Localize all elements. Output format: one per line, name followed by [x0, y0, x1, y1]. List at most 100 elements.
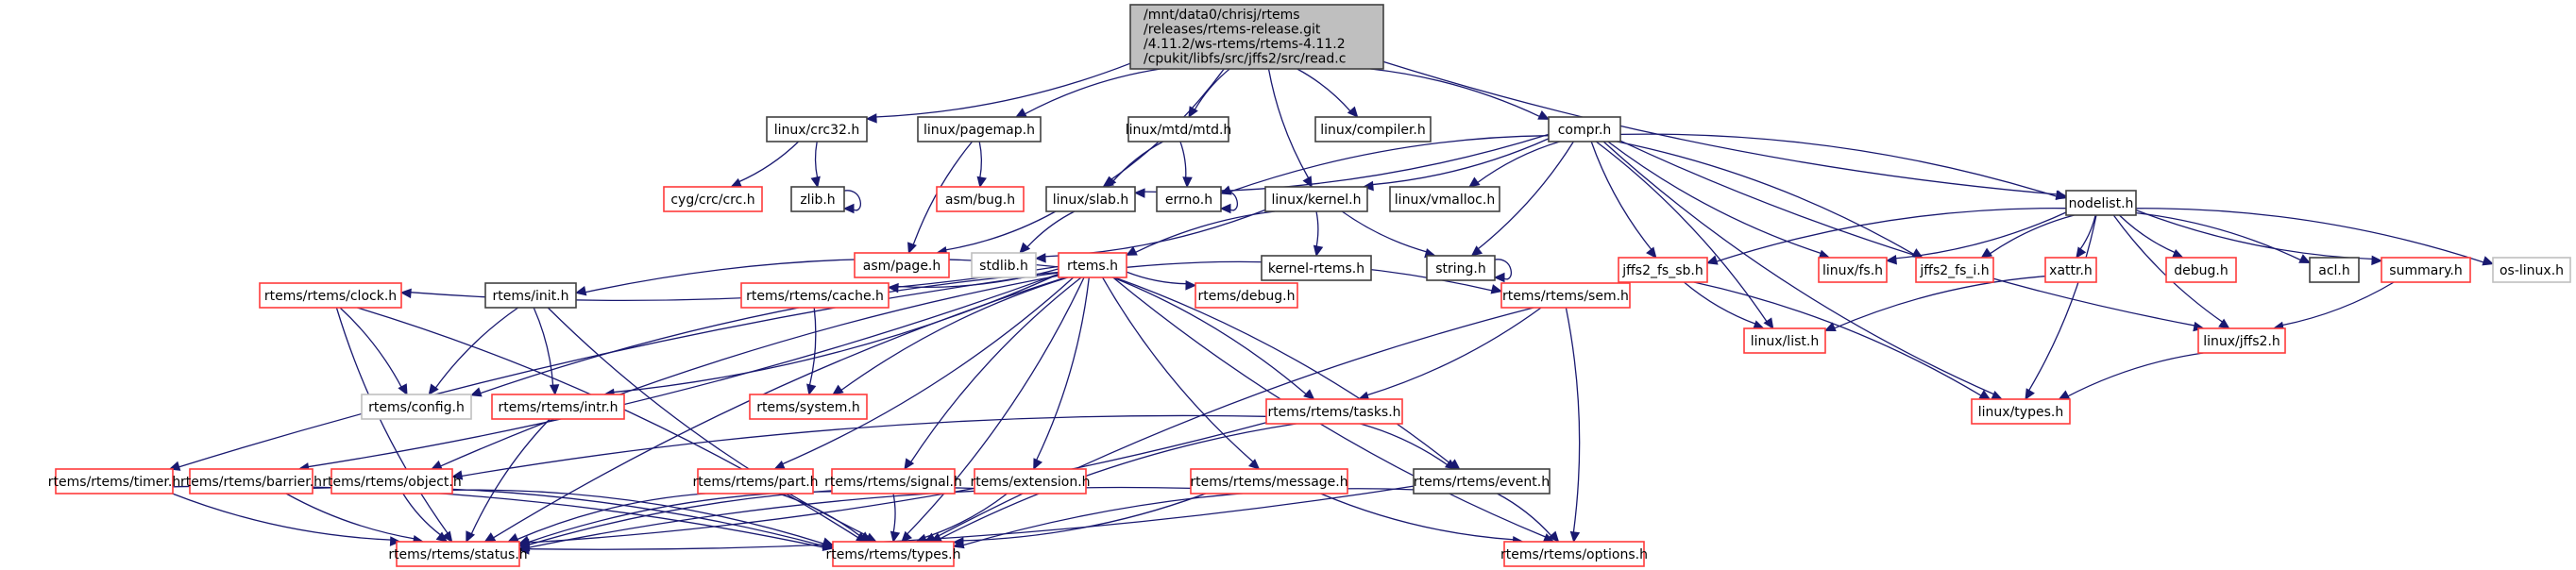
- edge-line: [1126, 271, 1188, 285]
- edge-compr-to-errno: [1219, 135, 1550, 195]
- edge-line: [1035, 277, 1090, 461]
- header-node-asmpage[interactable]: asm/page.h: [854, 252, 950, 278]
- arrowhead-icon: [1313, 244, 1324, 258]
- header-node-sem[interactable]: rtems/rtems/sem.h: [1500, 282, 1631, 309]
- header-node-xattr[interactable]: xattr.h: [2044, 257, 2097, 283]
- header-node-timer[interactable]: rtems/rtems/timer.h: [48, 468, 180, 495]
- arrowhead-icon: [952, 539, 965, 549]
- header-node-fsi[interactable]: jffs2_fs_i.h: [1915, 257, 1994, 283]
- edge-root-to-crc32: [865, 62, 1131, 124]
- edge-line: [1043, 209, 1266, 258]
- edge-root-to-mtd: [1188, 68, 1230, 119]
- edge-line: [1833, 276, 2046, 329]
- header-node-cygcrc[interactable]: cyg/crc/crc.h: [663, 186, 763, 212]
- header-node-signal[interactable]: rtems/rtems/signal.h: [824, 468, 962, 495]
- edge-timer-to-status: [172, 493, 401, 546]
- arrowhead-icon: [1188, 106, 1198, 119]
- header-node-object[interactable]: rtems/rtems/object.h: [322, 468, 462, 495]
- header-node-fssb[interactable]: jffs2_fs_sb.h: [1618, 257, 1708, 283]
- arrowhead-icon: [168, 461, 181, 471]
- header-node-stdlib[interactable]: stdlib.h: [971, 252, 1037, 278]
- arrowhead-icon: [389, 536, 401, 546]
- edge-string-to-string: [1490, 259, 1512, 283]
- header-node-intr[interactable]: rtems/rtems/intr.h: [491, 394, 625, 420]
- edge-line: [527, 485, 1415, 550]
- header-node-jffs2h[interactable]: linux/jffs2.h: [2197, 327, 2286, 354]
- header-node-clock[interactable]: rtems/rtems/clock.h: [259, 282, 402, 309]
- header-node-mtd[interactable]: linux/mtd/mtd.h: [1126, 116, 1232, 142]
- edge-line: [2135, 208, 2485, 263]
- arrowhead-icon: [466, 530, 476, 544]
- arrowhead-icon: [428, 383, 439, 395]
- header-node-pagemap[interactable]: linux/pagemap.h: [917, 116, 1042, 142]
- node-box: [1548, 116, 1621, 142]
- node-box: [1195, 282, 1298, 309]
- header-node-zlib[interactable]: zlib.h: [790, 186, 845, 212]
- header-node-debugh[interactable]: debug.h: [2165, 257, 2237, 283]
- node-label: rtems/rtems/sem.h: [1502, 289, 1629, 304]
- header-node-vmalloc[interactable]: linux/vmalloc.h: [1389, 186, 1500, 212]
- arrowhead-icon: [1303, 389, 1315, 400]
- root-file-node[interactable]: /mnt/data0/chrisj/rtems/releases/rtems-r…: [1129, 4, 1384, 70]
- header-node-rdebug[interactable]: rtems/debug.h: [1195, 282, 1298, 309]
- header-node-asmbug[interactable]: asm/bug.h: [936, 186, 1025, 212]
- header-node-kernelrtems[interactable]: kernel-rtems.h: [1261, 255, 1372, 281]
- node-label: rtems/rtems/event.h: [1414, 475, 1550, 490]
- arrowhead-icon: [1490, 284, 1503, 294]
- header-node-event[interactable]: rtems/rtems/event.h: [1413, 468, 1551, 495]
- header-node-nodelist[interactable]: nodelist.h: [2065, 190, 2137, 216]
- node-box: [330, 468, 453, 495]
- arrowhead-icon: [1569, 530, 1581, 544]
- node-label: cyg/crc/crc.h: [670, 193, 754, 208]
- arrowhead-icon: [1885, 254, 1897, 265]
- edge-line: [924, 493, 1008, 539]
- edge-line: [1024, 68, 1161, 115]
- header-node-errno[interactable]: errno.h: [1156, 186, 1222, 212]
- header-node-cache[interactable]: rtems/rtems/cache.h: [740, 282, 890, 309]
- header-node-slab[interactable]: linux/slab.h: [1045, 186, 1136, 212]
- edge-root-to-nodelist: [1382, 60, 2068, 201]
- header-node-oslinux[interactable]: os-linux.h: [2492, 257, 2571, 283]
- edge-slab-to-asmpage: [935, 210, 1057, 257]
- header-node-rtypes[interactable]: rtems/rtems/types.h: [826, 541, 961, 567]
- node-label: summary.h: [2389, 263, 2462, 278]
- header-node-kernel[interactable]: linux/kernel.h: [1264, 186, 1368, 212]
- header-node-ltypes[interactable]: linux/types.h: [1971, 398, 2071, 425]
- header-node-message[interactable]: rtems/rtems/message.h: [1190, 468, 1348, 495]
- header-node-barrier[interactable]: rtems/rtems/barrier.h: [180, 468, 322, 495]
- arrowhead-icon: [517, 545, 530, 555]
- header-node-compr[interactable]: compr.h: [1548, 116, 1621, 142]
- header-node-options[interactable]: rtems/rtems/options.h: [1500, 541, 1648, 567]
- edge-line: [1693, 281, 1983, 397]
- arrowhead-icon: [2218, 318, 2230, 329]
- edge-mtd-to-slab: [1105, 141, 1164, 188]
- header-node-crc32[interactable]: linux/crc32.h: [766, 116, 868, 142]
- arrowhead-icon: [773, 460, 786, 470]
- node-box: [936, 186, 1025, 212]
- header-node-compiler[interactable]: linux/compiler.h: [1314, 116, 1432, 142]
- header-node-summary[interactable]: summary.h: [2381, 257, 2471, 283]
- node-box: [1503, 541, 1645, 567]
- header-node-status[interactable]: rtems/rtems/status.h: [388, 541, 528, 567]
- header-node-extension[interactable]: rtems/extension.h: [970, 468, 1091, 495]
- header-node-list[interactable]: linux/list.h: [1743, 327, 1826, 354]
- header-node-rtemsh[interactable]: rtems.h: [1058, 252, 1127, 278]
- node-label: rtems/rtems/status.h: [388, 547, 527, 562]
- node-label-line: /4.11.2/ws-rtems/rtems-4.11.2: [1144, 37, 1346, 52]
- header-node-linuxfs[interactable]: linux/fs.h: [1818, 257, 1888, 283]
- edge-line: [460, 414, 1267, 478]
- node-box: [831, 468, 956, 495]
- header-node-acl[interactable]: acl.h: [2309, 257, 2360, 283]
- edge-line: [1025, 210, 1076, 249]
- header-node-init[interactable]: rtems/init.h: [484, 282, 577, 309]
- header-node-string[interactable]: string.h: [1426, 255, 1496, 281]
- edge-line: [1370, 68, 1541, 118]
- node-box: [663, 186, 763, 212]
- header-node-config[interactable]: rtems/config.h: [361, 394, 472, 420]
- header-node-system[interactable]: rtems/system.h: [749, 394, 868, 420]
- arrowhead-icon: [1470, 245, 1483, 257]
- edge-part-to-rtypes: [778, 493, 872, 543]
- node-box: [766, 116, 868, 142]
- header-node-tasks[interactable]: rtems/rtems/tasks.h: [1265, 398, 1403, 425]
- header-node-part[interactable]: rtems/rtems/part.h: [692, 468, 819, 495]
